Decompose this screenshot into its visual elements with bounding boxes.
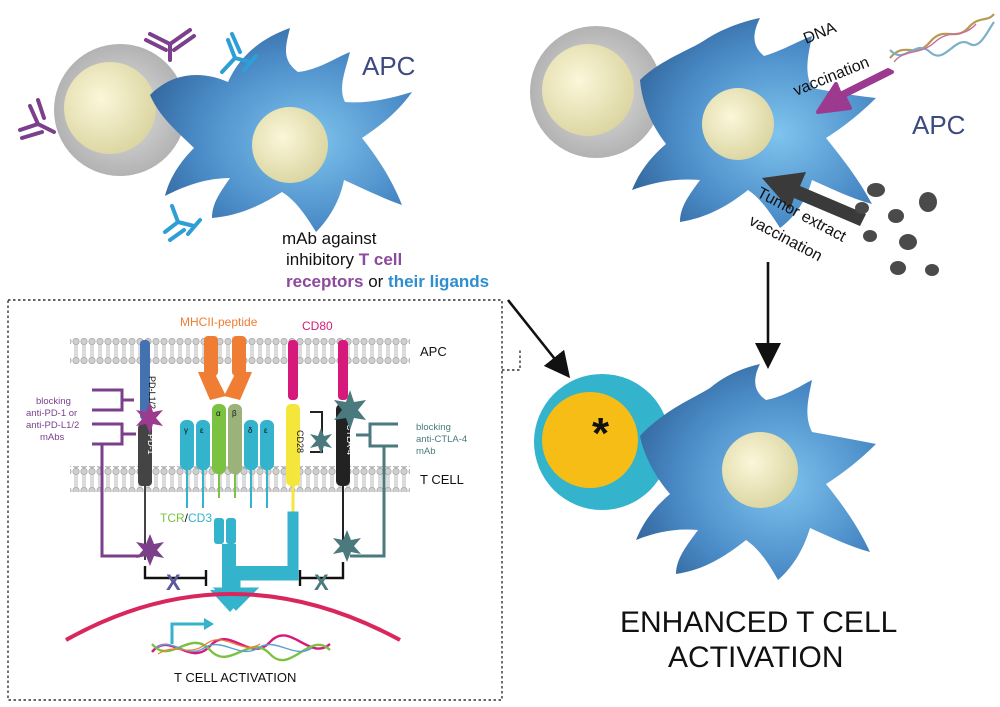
tumor-fragment-icon bbox=[919, 192, 937, 212]
mab-caption-tcell: T cell bbox=[359, 250, 402, 269]
mab-caption-receptors: receptors bbox=[286, 272, 363, 291]
x-mark-right: X bbox=[314, 570, 329, 595]
mab-caption-ligands: their ligands bbox=[388, 272, 489, 291]
block-star-purple bbox=[136, 402, 163, 434]
dna-vaccination-label-1: DNA bbox=[801, 19, 839, 48]
inhibit-line-right bbox=[298, 562, 345, 586]
blocking-pd-line1: blocking bbox=[36, 396, 71, 407]
cd80-molecule-2 bbox=[338, 340, 348, 400]
cd80-label: CD80 bbox=[302, 319, 333, 333]
tcell-activation-label: T CELL ACTIVATION bbox=[174, 670, 296, 685]
mab-caption-line1: mAb against bbox=[282, 229, 377, 248]
dna-vaccination-arrow bbox=[816, 68, 894, 114]
inhibit-star-purple bbox=[136, 534, 164, 566]
enhanced-label-line2: ACTIVATION bbox=[668, 641, 844, 674]
apc-bottom-nucleus bbox=[722, 432, 798, 508]
cd3-delta-label: δ bbox=[248, 426, 253, 435]
t-cell-right-nucleus bbox=[542, 44, 634, 136]
inset-connector bbox=[502, 350, 521, 371]
anti-ctla4-antibody-icon bbox=[350, 422, 398, 558]
inset-frame bbox=[7, 299, 503, 701]
cd3-label: CD3 bbox=[188, 511, 212, 525]
tumor-extract-arrow bbox=[762, 172, 866, 226]
mechanism-inset: APC T CELL MHCII-peptide γ ε α β δ ε bbox=[7, 299, 521, 701]
ctla4-molecule bbox=[336, 404, 350, 486]
blocking-ctla-line1: blocking bbox=[416, 422, 451, 433]
pd1-label: PD-1 bbox=[146, 434, 156, 455]
apc-right-nucleus bbox=[702, 88, 774, 160]
mab-caption-line3: receptors or their ligands bbox=[286, 272, 489, 291]
apc-right-label: APC bbox=[912, 110, 965, 140]
tumor-fragment-icon bbox=[899, 234, 917, 250]
bottom-right-group: * ENHANCED T CELL ACTIVATION bbox=[534, 364, 897, 674]
top-left-group: APC bbox=[18, 28, 415, 242]
block-star-teal bbox=[334, 390, 366, 430]
apc-left-label: APC bbox=[362, 51, 415, 81]
mab-caption-line2: inhibitory T cell bbox=[286, 250, 402, 269]
activation-asterisk: * bbox=[592, 409, 610, 458]
caption-arrow bbox=[506, 299, 571, 379]
ctla4-label: CTLA-4 bbox=[345, 424, 355, 455]
mhcii-label: MHCII-peptide bbox=[180, 315, 258, 329]
cd28-molecule bbox=[286, 404, 300, 486]
x-mark-left: X bbox=[166, 570, 181, 595]
tumor-fragment-icon bbox=[863, 230, 877, 242]
blocking-ctla-line3: mAb bbox=[416, 446, 436, 457]
antibody-icon bbox=[220, 32, 258, 74]
tcr-alpha-label: α bbox=[216, 409, 221, 418]
pdl-label: PD-L1/2 bbox=[147, 376, 157, 409]
anti-pd1-antibody-icon bbox=[92, 388, 140, 558]
cd80-molecule bbox=[288, 340, 298, 400]
inhibit-star-teal bbox=[333, 530, 361, 562]
inset-apc-label: APC bbox=[420, 344, 447, 359]
activated-t-cell-nucleus bbox=[542, 392, 638, 488]
blocking-ctla-text: blocking anti-CTLA-4 mAb bbox=[416, 422, 467, 457]
nucleus-arc bbox=[65, 592, 401, 642]
cd28-label: CD28 bbox=[295, 430, 305, 453]
tumor-fragment-icon bbox=[925, 264, 939, 276]
dna-helix-icon bbox=[889, 13, 995, 63]
tcr-complex: γ ε α β δ ε bbox=[180, 404, 274, 544]
apc-left-nucleus bbox=[252, 107, 328, 183]
antibody-icon bbox=[18, 98, 56, 140]
blocking-pd-line2: anti-PD-1 or bbox=[26, 408, 77, 419]
antibody-icon bbox=[163, 204, 202, 242]
mab-caption: mAb against inhibitory T cell receptors … bbox=[282, 229, 489, 291]
transcription-arrow bbox=[170, 622, 204, 644]
mhcii-molecule bbox=[198, 336, 252, 400]
dna-helix-inset-icon bbox=[151, 634, 331, 662]
tcr-label: TCR bbox=[160, 511, 185, 525]
cd3-epsilon-label-2: ε bbox=[264, 426, 268, 435]
inset-tcell-label: T CELL bbox=[420, 472, 464, 487]
pdl-molecule bbox=[140, 340, 150, 420]
mab-caption-or: or bbox=[363, 272, 388, 291]
blocking-pd-line4: mAbs bbox=[40, 432, 65, 443]
cd3-gamma-label: γ bbox=[184, 426, 188, 435]
tumor-fragments bbox=[855, 183, 939, 276]
blocking-pd-text: blocking anti-PD-1 or anti-PD-L1/2 mAbs bbox=[26, 396, 79, 443]
cd3-epsilon-label: ε bbox=[200, 426, 204, 435]
blocking-ctla-line2: anti-CTLA-4 bbox=[416, 434, 467, 445]
block-star-teal-2 bbox=[310, 428, 332, 454]
pd1-molecule bbox=[138, 424, 152, 486]
blocking-pd-line3: anti-PD-L1/2 bbox=[26, 420, 79, 431]
tcr-cd3-label: TCR/CD3 bbox=[160, 511, 212, 525]
tcr-slash: / bbox=[185, 511, 189, 525]
mab-caption-inhibitory: inhibitory bbox=[286, 250, 359, 269]
tumor-fragment-icon bbox=[867, 183, 885, 197]
top-right-group: APC DNA vaccination Tumor extract vaccin… bbox=[530, 13, 995, 369]
tumor-fragment-icon bbox=[890, 261, 906, 275]
tcr-beta-label: β bbox=[232, 409, 237, 418]
enhanced-label-line1: ENHANCED T CELL bbox=[620, 606, 897, 639]
t-cell-left-nucleus bbox=[64, 62, 156, 154]
antibody-icon bbox=[144, 28, 196, 62]
tumor-fragment-icon bbox=[855, 202, 869, 214]
tumor-fragment-icon bbox=[888, 209, 904, 223]
inhibit-line-left bbox=[143, 566, 208, 586]
